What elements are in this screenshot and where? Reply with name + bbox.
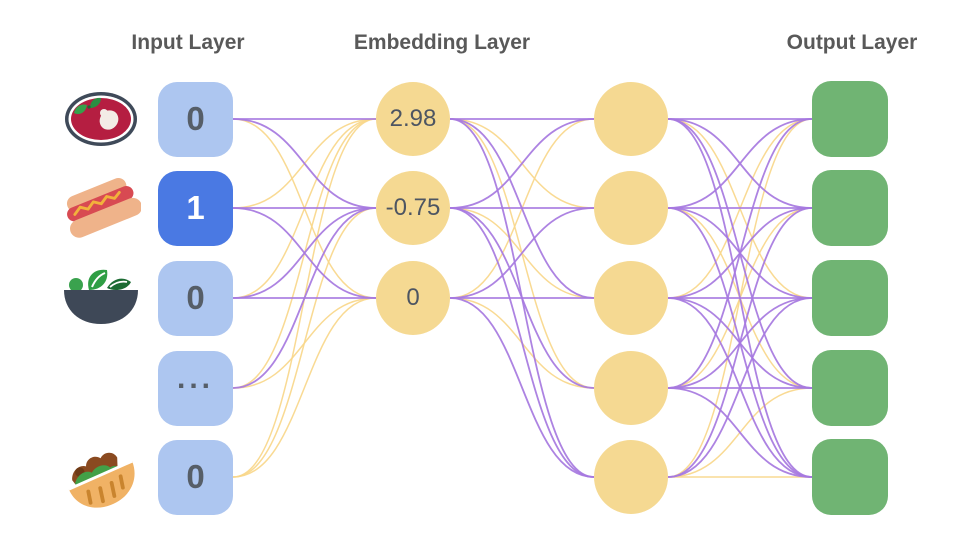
pita-icon bbox=[61, 442, 141, 512]
input-cell-value: 1 bbox=[186, 189, 205, 226]
weight-connection-purple bbox=[667, 118, 813, 209]
input-cell: 0 bbox=[158, 81, 233, 157]
weight-connection-purple bbox=[449, 207, 595, 478]
weight-connection-purple bbox=[667, 297, 813, 478]
input-cell-value: ... bbox=[176, 362, 214, 395]
hidden-cell bbox=[594, 440, 668, 514]
embedding-cell: -0.75 bbox=[376, 171, 450, 245]
input-cell-value: 0 bbox=[186, 279, 205, 316]
output-cell bbox=[812, 81, 888, 157]
input-cell-value: 0 bbox=[186, 100, 205, 137]
embedding-cell: 2.98 bbox=[376, 82, 450, 156]
weight-connection-purple bbox=[232, 118, 377, 209]
weight-connection-yellow bbox=[232, 297, 377, 478]
output-cell bbox=[812, 350, 888, 426]
weight-connection-yellow bbox=[232, 207, 377, 478]
embedding-cell-value: -0.75 bbox=[385, 194, 441, 221]
input-cell: 0 bbox=[158, 260, 233, 336]
weight-connection-purple bbox=[449, 207, 595, 299]
input-layer-title: Input Layer bbox=[131, 31, 245, 54]
weight-connection-purple bbox=[667, 387, 813, 478]
input-cell: ... bbox=[158, 350, 233, 426]
weight-connection-purple bbox=[232, 207, 377, 299]
input-cell: 1 bbox=[158, 170, 233, 246]
weight-connection-purple bbox=[232, 207, 377, 389]
input-cell-value: 0 bbox=[186, 458, 205, 495]
input-cell: 0 bbox=[158, 439, 233, 515]
weight-connection-purple bbox=[667, 207, 813, 478]
embedding-cell: 0 bbox=[376, 261, 450, 335]
weight-connection-purple bbox=[449, 118, 595, 209]
output-layer-title: Output Layer bbox=[786, 31, 918, 54]
hidden-cell bbox=[594, 261, 668, 335]
hidden-cell bbox=[594, 171, 668, 245]
weight-connection-purple bbox=[667, 118, 813, 389]
hidden-cell bbox=[594, 351, 668, 425]
output-cell bbox=[812, 260, 888, 336]
embedding-cell-value: 2.98 bbox=[389, 105, 437, 132]
salad-icon bbox=[61, 263, 141, 333]
embedding-layer-title: Embedding Layer bbox=[353, 31, 531, 54]
output-cell bbox=[812, 170, 888, 246]
output-cell bbox=[812, 439, 888, 515]
borscht-icon bbox=[61, 84, 141, 154]
embedding-cell-value: 0 bbox=[406, 284, 420, 311]
weight-connection-purple bbox=[449, 297, 595, 478]
hotdog-icon bbox=[61, 173, 141, 243]
hidden-cell bbox=[594, 82, 668, 156]
